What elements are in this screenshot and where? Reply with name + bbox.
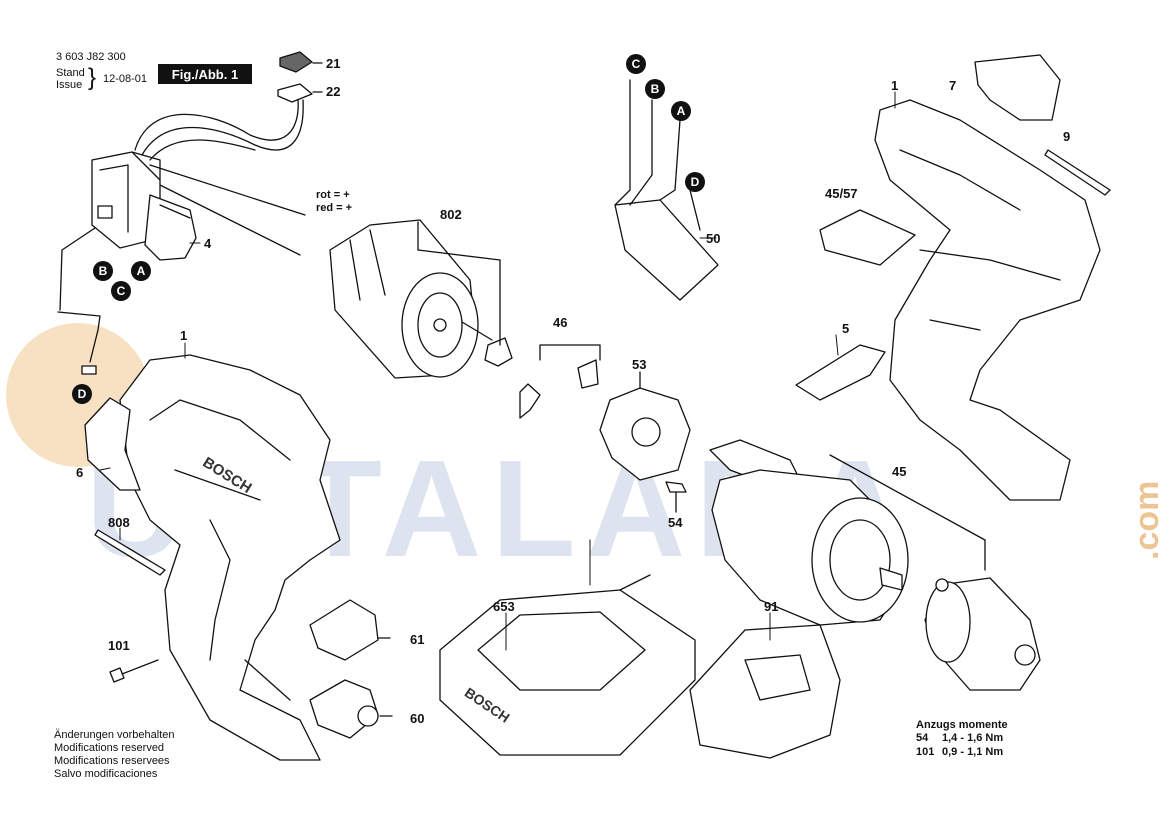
callout-101: 101 (108, 638, 130, 653)
callout-91: 91 (764, 599, 779, 614)
modifications-fr: Modifications reservees (54, 755, 170, 767)
wire-note-rot: rot = + (316, 189, 350, 201)
marker-c-left: C (111, 281, 131, 301)
marker-b-left: B (93, 261, 113, 281)
wire-note-red: red = + (316, 202, 353, 214)
issue-date: 12-08-01 (103, 73, 148, 85)
callout-4: 4 (204, 236, 212, 251)
callout-7: 7 (949, 78, 957, 93)
callout-5: 5 (842, 321, 850, 336)
callout-1-left: 1 (180, 328, 188, 343)
torque-row-part: 101 (916, 746, 935, 758)
housing-left-part-1 (119, 354, 341, 761)
callout-808: 808 (108, 515, 130, 530)
callout-6: 6 (76, 465, 84, 480)
switch-wires (134, 99, 306, 256)
part-808 (94, 529, 166, 576)
callout-53: 53 (632, 357, 647, 372)
callout-22: 22 (326, 84, 341, 99)
figure-label: Fig./Abb. 1 (158, 64, 252, 84)
part-60 (309, 679, 393, 739)
marker-d-right: D (685, 172, 705, 192)
callout-60: 60 (410, 711, 425, 726)
part-101-screw (109, 659, 159, 683)
leader-lines (99, 91, 896, 651)
marker-b-right: B (645, 79, 665, 99)
issue-label: Issue (56, 79, 83, 91)
part-46-clips (519, 344, 601, 419)
callout-9: 9 (1063, 129, 1071, 144)
modifications-en: Modifications reserved (54, 742, 165, 754)
stand-label: Stand (56, 67, 85, 79)
torque-title: Anzugs momente (916, 719, 1008, 731)
charger-653 (439, 574, 696, 756)
modifications-de: Änderungen vorbehalten (54, 729, 175, 741)
callout-54: 54 (668, 515, 683, 530)
marker-d-left: D (72, 384, 92, 404)
chuck (924, 577, 1041, 691)
marker-c-right: C (626, 54, 646, 74)
callout-61: 61 (410, 632, 425, 647)
part-5 (795, 344, 886, 401)
pcb-part-50 (614, 79, 719, 301)
part-54-screw (665, 481, 687, 513)
watermark-suffix: .com (1128, 480, 1166, 560)
part-61 (309, 599, 391, 661)
callout-802: 802 (440, 207, 462, 222)
part-53 (599, 371, 691, 481)
battery-91 (689, 624, 841, 759)
callout-45-57: 45/57 (825, 186, 858, 201)
part-6 (84, 397, 141, 491)
part-45-57 (819, 209, 916, 266)
gearbox-part-45 (709, 439, 986, 626)
callout-21: 21 (326, 56, 341, 71)
torque-row-part: 54 (916, 732, 929, 744)
brace-glyph: } (88, 64, 97, 91)
callout-1-top: 1 (891, 78, 899, 93)
marker-a-left: A (131, 261, 151, 281)
part-21-22 (277, 51, 323, 103)
part-7-9 (974, 54, 1111, 196)
callout-45: 45 (892, 464, 907, 479)
modifications-es: Salvo modificaciones (54, 768, 158, 780)
callout-653: 653 (493, 599, 515, 614)
motor-part-802 (329, 219, 513, 379)
torque-row-value: 1,4 - 1,6 Nm (942, 732, 1004, 744)
callout-50: 50 (706, 231, 721, 246)
housing-right-part-1 (874, 99, 1101, 501)
callout-46: 46 (553, 315, 568, 330)
part-number: 3 603 J82 300 (56, 51, 126, 63)
torque-row-value: 0,9 - 1,1 Nm (942, 746, 1004, 758)
switch-part-4 (57, 151, 197, 375)
marker-a-right: A (671, 101, 691, 121)
